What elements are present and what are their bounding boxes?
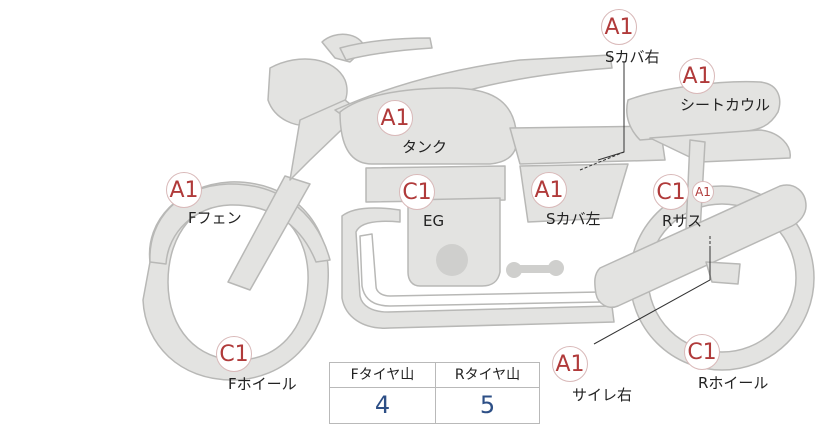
front-fork-shape [227,175,311,291]
front-tire-header: Fタイヤ山 [350,367,415,383]
part-label-f-fender: Fフェン [188,209,242,227]
grade-badge-silencer-right: A1 [552,346,588,382]
grade-badge-f-fender: A1 [166,172,202,208]
part-label-silencer-right: サイレ右 [572,386,633,404]
part-label-tank: タンク [402,138,448,156]
grade-badge-r-suspension-secondary: A1 [692,181,714,203]
grade-badge-s-cover-right: A1 [601,9,637,45]
engine-shape [365,165,506,203]
part-label-r-wheel: Rホイール [698,374,769,392]
grade-badge-seat-cowl: A1 [679,58,715,94]
part-label-s-cover-left: Sカバ左 [546,210,601,228]
part-label-f-wheel: Fホイール [228,375,297,393]
grade-badge-r-suspension: C1 [653,174,689,210]
rear-tire-value: 5 [479,391,496,419]
tire-table-header: Fタイヤ山 Rタイヤ山 [330,363,539,388]
silencer-shape [594,184,807,308]
grade-badge-tank: A1 [377,100,413,136]
rear-tire-header: Rタイヤ山 [454,367,521,383]
tire-tread-table: Fタイヤ山 Rタイヤ山 4 5 [329,362,540,424]
grade-badge-r-wheel: C1 [684,334,720,370]
front-tire-value: 4 [374,391,391,419]
part-label-seat-cowl: シートカウル [680,96,771,114]
grade-badge-s-cover-left: A1 [531,172,567,208]
grade-badge-f-wheel: C1 [216,336,252,372]
part-label-engine: EG [423,212,445,230]
part-label-s-cover-right: Sカバ右 [605,48,660,66]
part-label-r-suspension: Rサス [662,212,703,230]
table-divider [435,363,436,423]
grade-badge-engine: C1 [399,174,435,210]
